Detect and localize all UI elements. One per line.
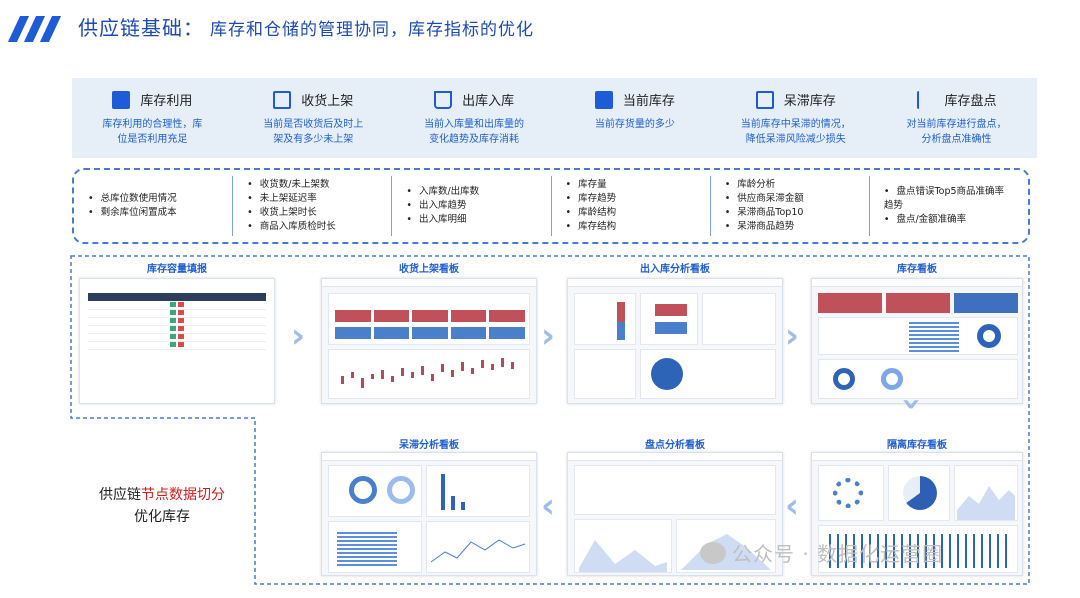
side-note-text: 优化库存 [134,509,190,525]
board-label: 库存看板 [897,264,937,275]
category-title: 当前库存 [622,94,675,109]
board-label: 出入库分析看板 [640,264,710,275]
receipt-icon [273,90,292,109]
board-thumbnail [79,278,275,404]
category-inventory-use: 库存利用 库存利用的合理性，库位是否利用充足 [72,78,233,158]
subtitle-text: 库存和仓储的管理协同，库存指标的优化 [210,20,534,40]
detail-item: 收货数/未上架数 [247,178,336,192]
board-stocktake: 盘点分析看板 [567,436,783,580]
category-title: 收货上架 [301,94,354,109]
title-text: 供应链基础： [78,16,204,40]
detail-item: 供应商呆滞金额 [725,192,804,206]
side-note: 供应链节点数据切分 优化库存 [69,484,255,528]
board-stagnant: 呆滞分析看板 [321,436,537,580]
logo-stripes [7,16,63,42]
detail-item: 总库位数使用情况 [88,192,177,206]
board-label: 收货上架看板 [399,264,459,275]
board-in-out: 出入库分析看板 [567,258,783,408]
category-desc: 分析盘点准确性 [921,134,992,145]
board-inventory: 库存看板 [811,258,1023,408]
wechat-icon [700,542,726,564]
dashboard-pipeline: 库存容量填报 › 收货上架看板 [69,254,1031,586]
detail-item: 盘点/金额准确率 [884,213,1012,227]
detail-col-2: 收货数/未上架数 未上架延迟率 收货上架时长 商品入库质检时长 [233,176,393,236]
metrics-detail-box: 总库位数使用情况 剩余库位闲置成本 收货数/未上架数 未上架延迟率 收货上架时长… [72,168,1030,244]
category-desc: 库存利用的合理性，库 [102,119,203,130]
category-title: 出库入库 [462,94,515,109]
chevron-down-icon: › [892,396,933,412]
board-label: 库存容量填报 [147,264,207,275]
page-title: 供应链基础： 库存和仓储的管理协同，库存指标的优化 [78,12,534,41]
category-desc: 当前库存中呆滞的情况， [740,119,851,130]
category-stocktake: 库存盘点 对当前库存进行盘点， 分析盘点准确性 [876,78,1037,158]
chevron-right-icon: › [785,316,800,356]
board-label: 隔离库存看板 [887,440,947,451]
category-strip: 库存利用 库存利用的合理性，库位是否利用充足 收货上架 当前是否收货后及时上架及… [72,78,1037,158]
detail-item: 库存趋势 [566,192,616,206]
category-desc: 当前是否收货后及时上 [263,119,364,130]
chevron-left-icon: ‹ [785,486,800,526]
board-thumbnail [321,452,537,576]
category-in-out: 出库入库 当前入库量和出库量的变化趋势及库存消耗 [394,78,555,158]
watermark-text: 公众号 · 数据化运营圈 [732,542,944,566]
board-thumbnail [321,278,537,404]
category-stagnant: 呆滞库存 当前库存中呆滞的情况， 降低呆滞风险减少损失 [715,78,876,158]
chevron-right-icon: › [291,316,306,356]
category-desc: 当前入库量和出库量的 [424,119,525,130]
detail-col-6: 盘点错误Top5商品准确率趋势 盘点/金额准确率 [870,176,1028,236]
board-thumbnail [567,452,783,576]
pipeline-dashed-border [70,255,1030,585]
board-isolated-stock: 隔离库存看板 [811,436,1023,580]
side-note-highlight: 节点数据切分 [141,487,225,503]
detail-item: 收货上架时长 [247,206,336,220]
board-thumbnail [811,278,1023,404]
board-thumbnail [811,452,1023,576]
board-label: 呆滞分析看板 [399,440,459,451]
detail-item: 库龄分析 [725,178,804,192]
detail-col-1: 总库位数使用情况 剩余库位闲置成本 [74,176,234,236]
category-title: 库存盘点 [944,94,997,109]
category-desc: 位是否利用充足 [117,134,188,145]
detail-col-3: 入库数/出库数 出入库趋势 出入库明细 [392,176,552,236]
category-desc: 对当前库存进行盘点， [906,119,1007,130]
board-label: 盘点分析看板 [645,440,705,451]
category-current-stock: 当前库存 当前存货量的多少 [554,78,715,158]
detail-item: 未上架延迟率 [247,192,336,206]
category-title: 库存利用 [140,94,193,109]
detail-item: 商品入库质检时长 [247,220,336,234]
category-desc: 当前存货量的多少 [594,119,675,130]
side-note-text: 供应链 [99,487,141,503]
board-thumbnail [567,278,783,404]
detail-col-5: 库龄分析 供应商呆滞金额 呆滞商品Top10 呆滞商品趋势 [711,176,870,236]
detail-item: 出入库趋势 [406,199,479,213]
sort-icon [916,90,935,109]
detail-item: 盘点错误Top5商品准确率趋势 [884,185,1012,213]
detail-item: 入库数/出库数 [406,185,479,199]
board-receiving: 收货上架看板 [321,258,537,408]
category-receiving: 收货上架 当前是否收货后及时上架及有多少未上架 [233,78,394,158]
chevron-right-icon: › [541,316,556,356]
category-title: 呆滞库存 [783,94,836,109]
board-capacity-fill: 库存容量填报 [79,258,275,408]
detail-item: 库存结构 [566,220,616,234]
detail-col-4: 库存量 库存趋势 库龄结构 库存结构 [552,176,711,236]
category-desc: 架及有多少未上架 [273,134,354,145]
category-desc: 变化趋势及库存消耗 [429,134,520,145]
chevron-left-icon: ‹ [541,486,556,526]
detail-item: 库龄结构 [566,206,616,220]
document-icon [755,90,774,109]
detail-item: 剩余库位闲置成本 [88,206,177,220]
cart-icon [434,90,453,109]
category-desc: 降低呆滞风险减少损失 [745,134,846,145]
warehouse-icon [112,90,131,109]
detail-item: 呆滞商品Top10 [725,206,804,220]
detail-item: 呆滞商品趋势 [725,220,804,234]
detail-item: 出入库明细 [406,213,479,227]
grid-icon [594,90,613,109]
detail-item: 库存量 [566,178,617,192]
